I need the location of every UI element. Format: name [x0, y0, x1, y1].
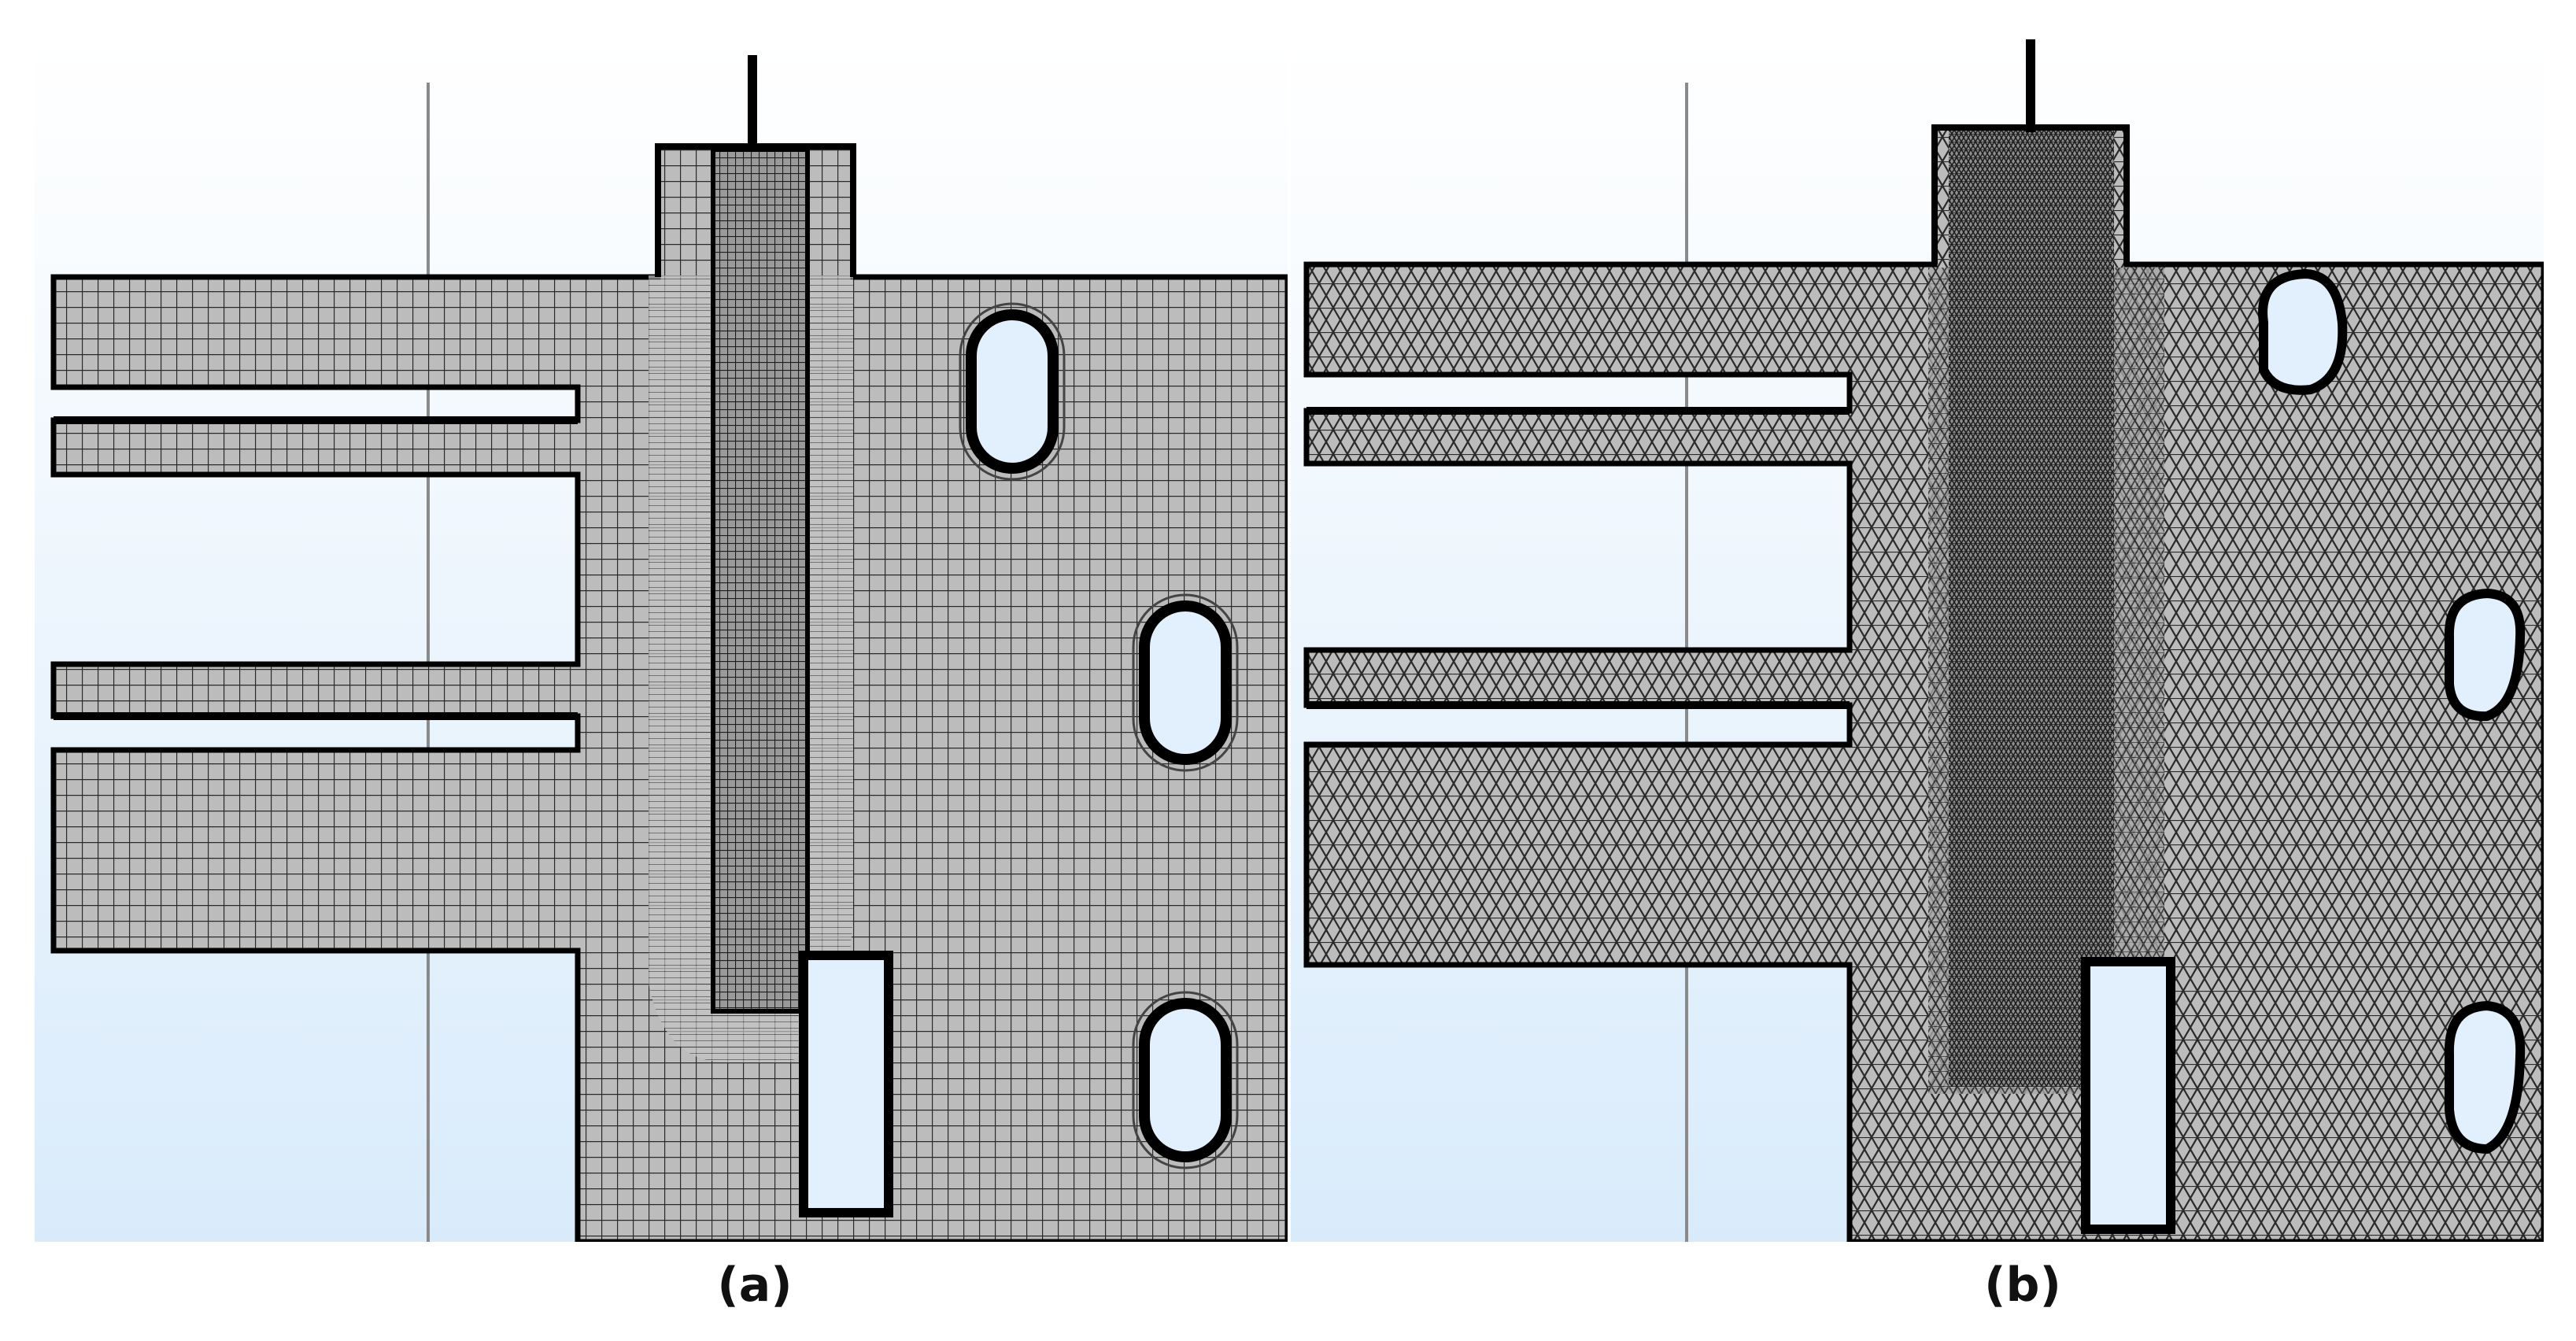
- hole-boundary-layer: [1132, 593, 1239, 772]
- oval-hole: [2444, 1000, 2526, 1154]
- probe: [748, 55, 757, 150]
- quad-mesh-svg: [35, 39, 1288, 1242]
- oval-hole: [1139, 600, 1232, 765]
- rect-cutout: [799, 951, 893, 1217]
- caption-a: (a): [717, 1258, 793, 1313]
- hole-boundary-layer: [959, 302, 1066, 481]
- panel-a-quad-mesh: [35, 39, 1288, 1242]
- panel-b-tri-mesh: [1291, 39, 2544, 1242]
- probe: [2026, 39, 2035, 132]
- oval-hole: [2258, 268, 2348, 395]
- oval-hole: [1139, 998, 1232, 1162]
- caption-b: (b): [1984, 1258, 2061, 1313]
- oval-hole: [966, 309, 1059, 474]
- dense-core: [1949, 131, 2114, 1087]
- hole-boundary-layer: [1132, 991, 1239, 1169]
- rect-cutout: [2081, 957, 2175, 1234]
- dense-channel: [711, 147, 810, 1014]
- tri-mesh-svg: [1291, 39, 2544, 1242]
- oval-hole: [2444, 588, 2526, 722]
